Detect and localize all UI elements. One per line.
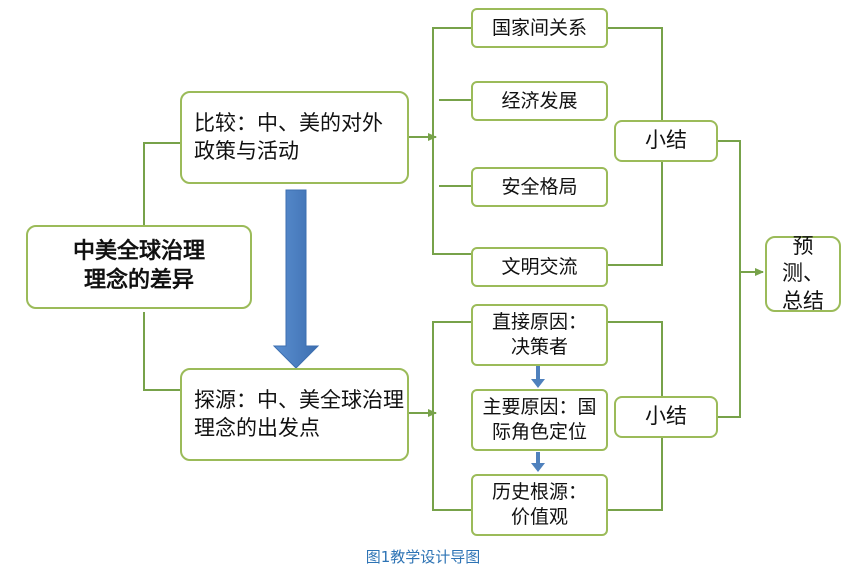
lower-item-1: 直接原因：决策者 [471,304,608,366]
small-down-arrow-2 [531,452,545,472]
bracket-lower-left [432,321,472,511]
upper-item-4: 文明交流 [471,247,608,287]
lower-main-label: 探源：中、美全球治理理念的出发点 [194,388,404,440]
lower-item-3-label: 历史根源：价值观 [491,481,587,528]
final-node: 预测、总结 [765,234,841,313]
lower-item-1-label: 直接原因：决策者 [491,311,587,358]
upper-main-node: 比较：中、美的对外政策与活动 [180,91,409,184]
lower-summary-node: 小结 [614,396,718,438]
upper-item-3-label: 安全格局 [501,175,578,198]
final-label: 预测、总结 [782,234,824,313]
upper-main-label: 比较：中、美的对外政策与活动 [194,111,383,163]
upper-item-3: 安全格局 [471,167,608,207]
lower-summary-label: 小结 [645,404,687,429]
lower-item-2: 主要原因：国际角色定位 [471,389,608,451]
upper-item-4-label: 文明交流 [501,255,578,278]
big-down-arrow [272,189,320,369]
upper-item-1: 国家间关系 [471,8,608,48]
small-down-arrow-1 [531,366,545,388]
connector-central-upper [143,142,180,238]
upper-item-2-label: 经济发展 [501,89,578,112]
central-node: 中美全球治理理念的差异 [26,225,252,309]
central-node-label: 中美全球治理理念的差异 [72,239,205,293]
lower-item-3: 历史根源：价值观 [471,474,608,536]
connector-central-lower [143,312,180,391]
lower-item-2-label: 主要原因：国际角色定位 [482,396,597,443]
figure-caption: 图1教学设计导图 [365,548,481,566]
lower-main-node: 探源：中、美全球治理理念的出发点 [180,368,409,461]
upper-summary-node: 小结 [614,120,718,162]
upper-summary-label: 小结 [645,128,687,153]
bracket-upper-left [432,27,472,255]
upper-item-1-label: 国家间关系 [491,16,587,39]
connector-summaries [718,140,741,418]
upper-item-2: 经济发展 [471,81,608,121]
